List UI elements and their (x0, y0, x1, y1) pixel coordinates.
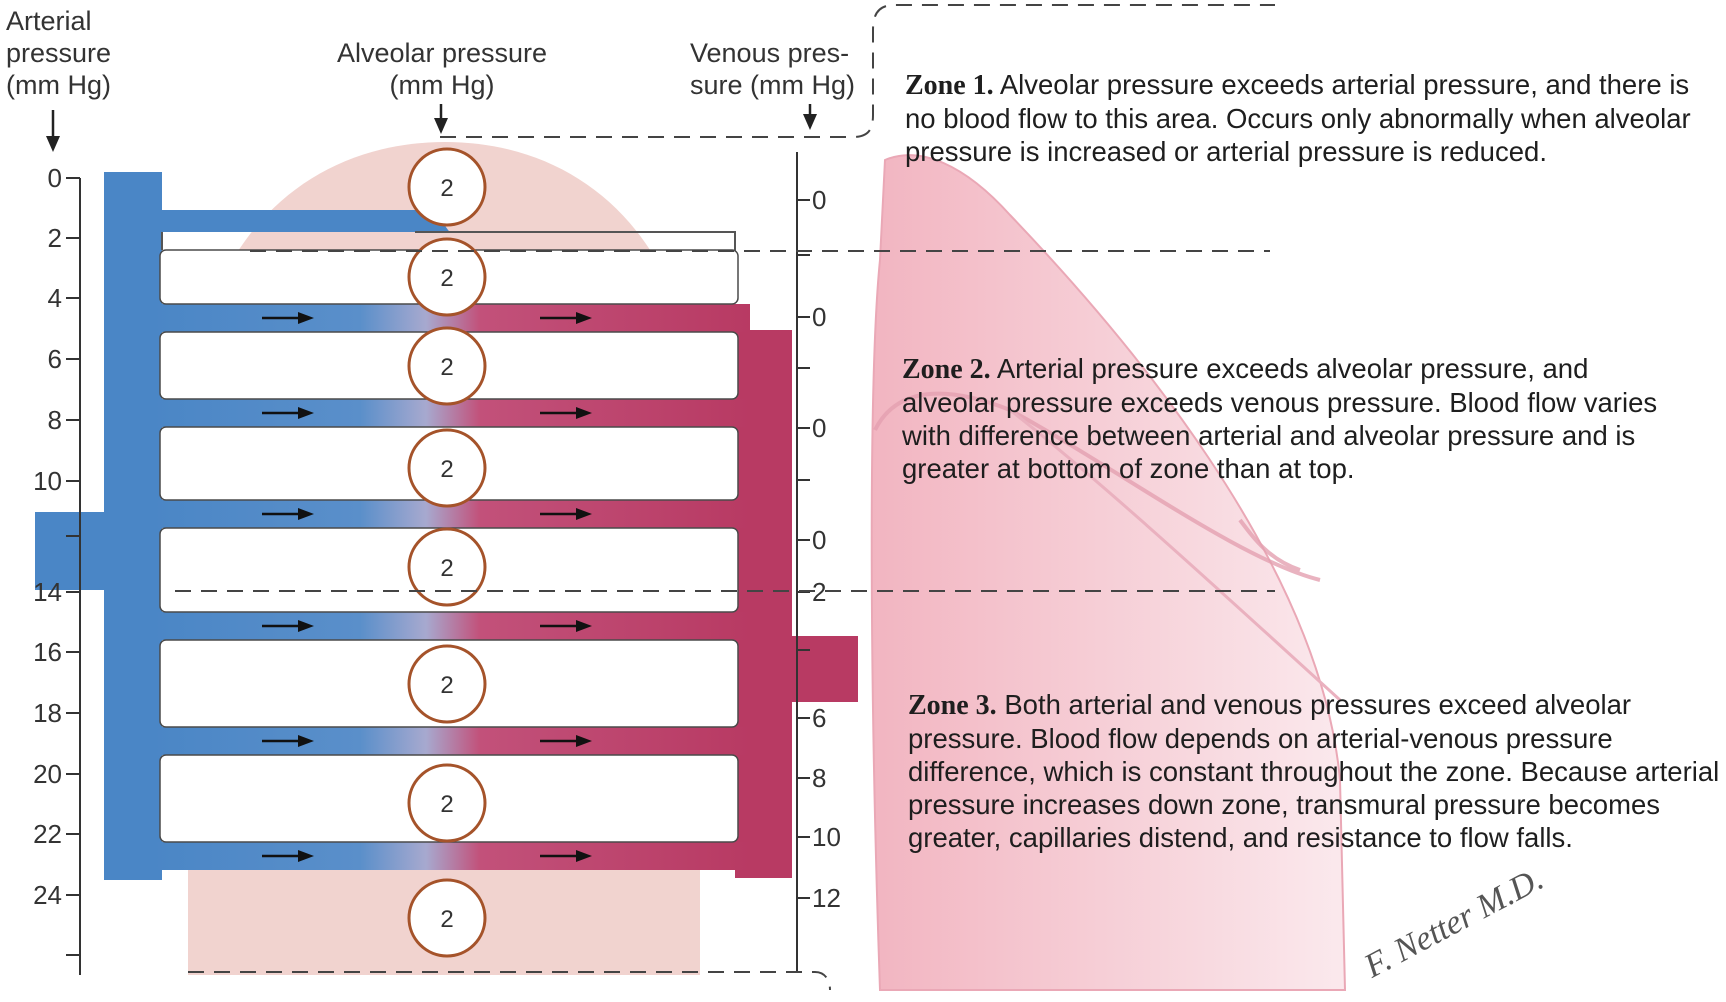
lung-lobe-edge (1009, 408, 1342, 702)
alveolar-pressure-value-6: 2 (440, 672, 453, 699)
zone3-text: Both arterial and venous pressures excee… (908, 689, 1720, 853)
flow-arrow-head-1-1 (298, 312, 314, 324)
alveolar-header-line1: Alveolar pressure (337, 38, 547, 68)
flow-arrow-head-4-2 (576, 620, 592, 632)
alveoli-group: 2 2 2 2 2 2 2 2 (407, 147, 487, 958)
bottom-bracket (188, 971, 831, 991)
arterial-tick-label-6: 10 (33, 466, 62, 496)
arterial-tick-label-9: 18 (33, 698, 62, 728)
venous-tick-label-2: 0 (812, 302, 826, 332)
zone3-title: Zone 3. (908, 690, 997, 721)
alveolar-pressure-value-7: 2 (440, 791, 453, 818)
zone2-description: Zone 2. Arterial pressure exceeds alveol… (902, 352, 1692, 485)
zone1-title: Zone 1. (905, 70, 994, 101)
flow-arrow-head-6-2 (576, 850, 592, 862)
signature: F. Netter M.D. (1358, 860, 1550, 986)
arterial-tick-label-10: 20 (33, 759, 62, 789)
alveolar-pressure-value-4: 2 (440, 456, 453, 483)
venous-tick-label-8: 10 (812, 822, 841, 852)
header-arrow-arterial (46, 110, 60, 152)
arterial-tick-label-12: 24 (33, 880, 62, 910)
alveolar-pressure-value-2: 2 (440, 265, 453, 292)
zone1-bracket (440, 4, 1275, 138)
arterial-tick-label-3: 4 (48, 283, 62, 313)
venous-tick-label-3: 0 (812, 413, 826, 443)
alveolus-4 (407, 428, 487, 508)
flow-arrow-head-4-1 (298, 620, 314, 632)
artery-inlet (35, 512, 104, 590)
flow-arrow-head-5-1 (298, 735, 314, 747)
alveolar-header-line2: (mm Hg) (390, 70, 495, 100)
lung-fissure-line (873, 391, 1321, 582)
lung-side-view (870, 154, 1347, 991)
alveolus-2 (407, 237, 487, 317)
arterial-tick-label-2: 2 (48, 223, 62, 253)
artery-trunk (104, 172, 162, 880)
capillary-5 (150, 727, 750, 755)
capillary-4 (150, 612, 750, 640)
arterial-tick-label-5: 8 (48, 405, 62, 435)
flow-arrow-head-1-2 (576, 312, 592, 324)
venous-tick-label-1: 0 (812, 185, 826, 215)
alveolus-3 (407, 326, 487, 406)
arterial-tick-label-8: 16 (33, 637, 62, 667)
flow-arrow-head-5-2 (576, 735, 592, 747)
venous-tick-label-7: 8 (812, 763, 826, 793)
flow-arrow-head-2-1 (298, 407, 314, 419)
zone2-text: Arterial pressure exceeds alveolar press… (902, 353, 1658, 484)
alveolus-1 (407, 147, 487, 227)
capillary-6 (150, 842, 750, 870)
vein-outlet (792, 636, 858, 702)
flow-arrow-group (262, 312, 592, 862)
alveolus-8 (407, 878, 487, 958)
flow-arrow-head-2-2 (576, 407, 592, 419)
alveolar-pressure-value-5: 2 (440, 555, 453, 582)
header-arrow-alveolar (434, 104, 448, 134)
arterial-tick-label-1: 0 (48, 163, 62, 193)
arterial-tick-label-11: 22 (33, 819, 62, 849)
header-arrow-venous (803, 104, 817, 130)
venous-header-line1: Venous pres- (690, 38, 849, 68)
flow-arrow-head-3-2 (576, 508, 592, 520)
venous-tick-label-9: 12 (812, 883, 841, 913)
venous-tick-label-4: 0 (812, 525, 826, 555)
arterial-tick-label-7: 14 (33, 577, 62, 607)
zone3-description: Zone 3. Both arterial and venous pressur… (908, 688, 1723, 854)
flow-arrow-head-3-1 (298, 508, 314, 520)
venous-tick-label-6: 6 (812, 703, 826, 733)
arterial-header-line2: pressure (6, 38, 111, 68)
alveolus-6 (407, 644, 487, 724)
venous-tick-label-5: 2 (812, 577, 826, 607)
flow-arrow-head-6-1 (298, 850, 314, 862)
alveolus-5 (407, 527, 487, 607)
arterial-header-line3: (mm Hg) (6, 70, 111, 100)
alveolar-pressure-value-3: 2 (440, 354, 453, 381)
alveolus-7 (407, 763, 487, 843)
alveolar-pressure-value-8: 2 (440, 906, 453, 933)
venous-tick-group: 0 0 0 0 2 6 8 10 12 (797, 185, 841, 913)
arterial-tick-label-4: 6 (48, 344, 62, 374)
arterial-header-line1: Arterial (6, 6, 92, 36)
zone1-description: Zone 1. Alveolar pressure exceeds arteri… (905, 68, 1695, 168)
capillary-zone1 (155, 210, 450, 232)
zone2-title: Zone 2. (902, 354, 991, 385)
alveolar-pressure-value-1: 2 (440, 175, 453, 202)
venous-header-line2: sure (mm Hg) (690, 70, 855, 100)
zone1-text: Alveolar pressure exceeds arterial press… (905, 69, 1691, 167)
